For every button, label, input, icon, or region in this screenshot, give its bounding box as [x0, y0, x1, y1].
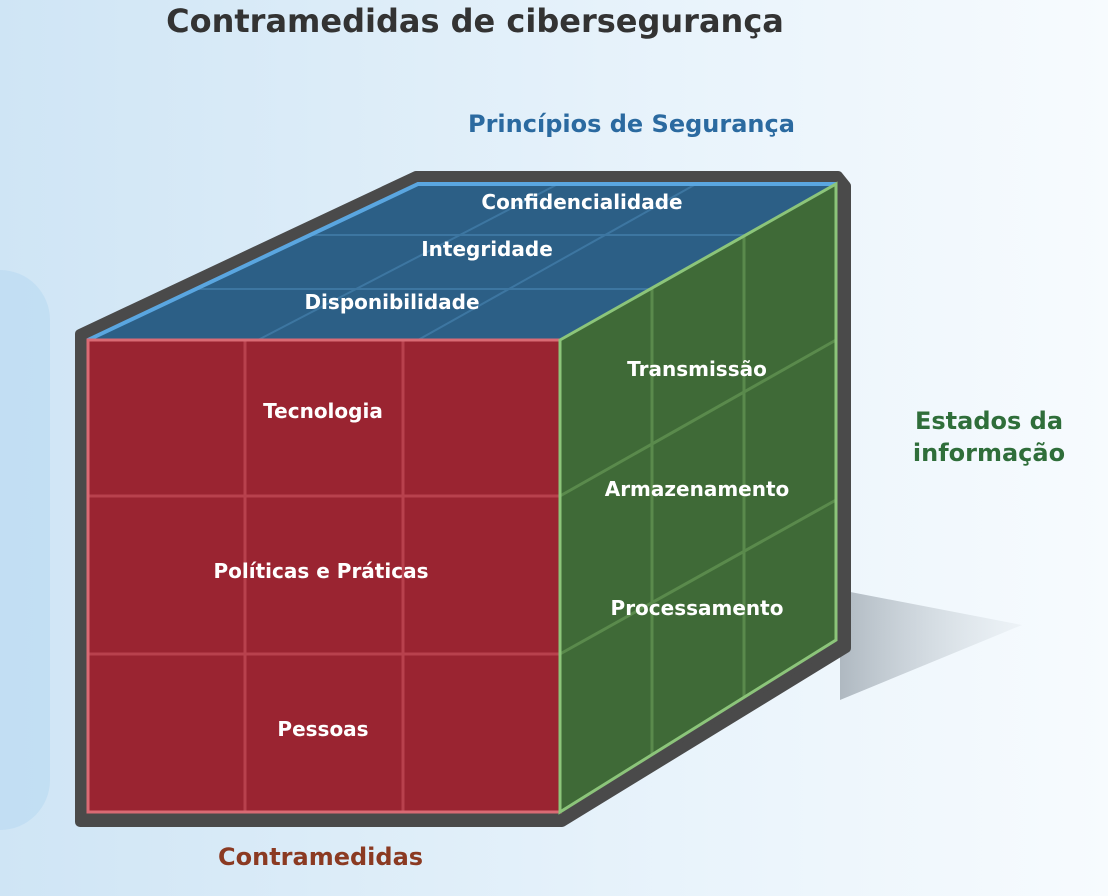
top-face-label-integridade: Integridade — [421, 237, 553, 261]
front-face-label-pessoas: Pessoas — [277, 717, 368, 741]
front-face-label-tecnologia: Tecnologia — [263, 399, 383, 423]
top-face-label-confidencialidade: Confidencialidade — [481, 190, 682, 214]
side-face-label-armazenamento: Armazenamento — [605, 477, 790, 501]
top-face — [88, 184, 836, 340]
axis-label-right: Estados da informação — [912, 407, 1066, 467]
front-face-grid — [88, 340, 560, 812]
top-face-grid — [195, 183, 744, 341]
axis-label-bottom: Contramedidas — [218, 843, 424, 871]
side-face — [560, 184, 836, 812]
side-face-grid — [559, 236, 837, 755]
top-face-label-disponibilidade: Disponibilidade — [304, 290, 479, 314]
top-face-edge — [87, 182, 836, 342]
front-face-label-politicas: Políticas e Práticas — [214, 559, 429, 583]
front-face — [88, 340, 560, 812]
cube-shadow — [840, 590, 1022, 700]
axis-label-top: Princípios de Segurança — [468, 110, 795, 138]
page-title: Contramedidas de cibersegurança — [166, 2, 784, 40]
side-face-label-processamento: Processamento — [611, 596, 784, 620]
side-face-label-transmissao: Transmissão — [627, 357, 767, 381]
